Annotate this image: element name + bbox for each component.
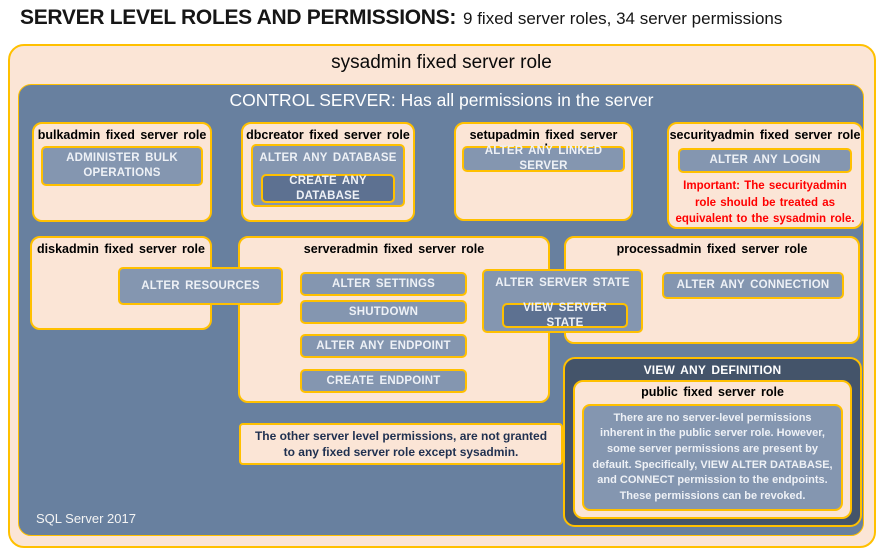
permission-alter-any-database-label: ALTER ANY DATABASE: [259, 152, 397, 164]
role-box-bulkadmin: bulkadmin fixed server role ADMINISTER B…: [32, 122, 212, 222]
permission-alter-any-database: ALTER ANY DATABASE CREATE ANY DATABASE: [251, 144, 405, 207]
permission-alter-server-state-label: ALTER SERVER STATE: [495, 277, 630, 289]
role-title-processadmin: processadmin fixed server role: [616, 242, 808, 256]
permission-administer-bulk-operations: ADMINISTER BULK OPERATIONS: [41, 146, 203, 186]
permission-alter-any-connection: ALTER ANY CONNECTION: [662, 272, 844, 299]
permission-view-server-state: VIEW SERVER STATE: [502, 302, 628, 329]
permission-create-endpoint: CREATE ENDPOINT: [300, 369, 467, 393]
permission-alter-server-state: ALTER SERVER STATE VIEW SERVER STATE: [482, 269, 643, 333]
permission-create-any-database: CREATE ANY DATABASE: [261, 174, 395, 203]
role-box-serveradmin: serveradmin fixed server role ALTER SETT…: [238, 236, 550, 403]
role-box-dbcreator: dbcreator fixed server role ALTER ANY DA…: [241, 122, 415, 222]
role-title-securityadmin: securityadmin fixed server role: [669, 128, 861, 142]
page-title: SERVER LEVEL ROLES AND PERMISSIONS: 9 fix…: [20, 6, 782, 30]
role-title-bulkadmin: bulkadmin fixed server role: [37, 128, 207, 142]
role-box-setupadmin: setupadmin fixed server role ALTER ANY L…: [454, 122, 633, 221]
permission-alter-resources: ALTER RESOURCES: [118, 267, 283, 305]
role-box-securityadmin: securityadmin fixed server role ALTER AN…: [667, 122, 863, 229]
permission-view-any-definition: VIEW ANY DEFINITION: [643, 363, 782, 377]
other-permissions-note: The other server level permissions, are …: [239, 423, 563, 465]
public-role-description: There are no server-level permissions in…: [582, 404, 843, 511]
page-title-sub: 9 fixed server roles, 34 server permissi…: [463, 9, 783, 28]
control-server-label: CONTROL SERVER: Has all permissions in t…: [229, 90, 654, 110]
sql-server-version-label: SQL Server 2017: [36, 511, 136, 526]
page-title-main: SERVER LEVEL ROLES AND PERMISSIONS:: [20, 6, 457, 29]
permission-alter-any-endpoint: ALTER ANY ENDPOINT: [300, 334, 467, 358]
permission-alter-any-login: ALTER ANY LOGIN: [678, 148, 852, 173]
role-title-diskadmin: diskadmin fixed server role: [37, 242, 205, 256]
sysadmin-role-label: sysadmin fixed server role: [331, 52, 552, 73]
view-any-definition-box: VIEW ANY DEFINITION public fixed server …: [563, 357, 862, 527]
securityadmin-warning-text: Important: The securityadmin role should…: [675, 180, 855, 226]
permission-alter-settings: ALTER SETTINGS: [300, 272, 467, 296]
permission-alter-any-linked-server: ALTER ANY LINKED SERVER: [462, 145, 625, 172]
role-title-dbcreator: dbcreator fixed server role: [246, 128, 410, 142]
role-title-serveradmin: serveradmin fixed server role: [303, 242, 485, 256]
permission-shutdown: SHUTDOWN: [300, 300, 467, 324]
role-box-public: public fixed server role There are no se…: [573, 380, 852, 519]
role-title-public: public fixed server role: [641, 385, 784, 399]
